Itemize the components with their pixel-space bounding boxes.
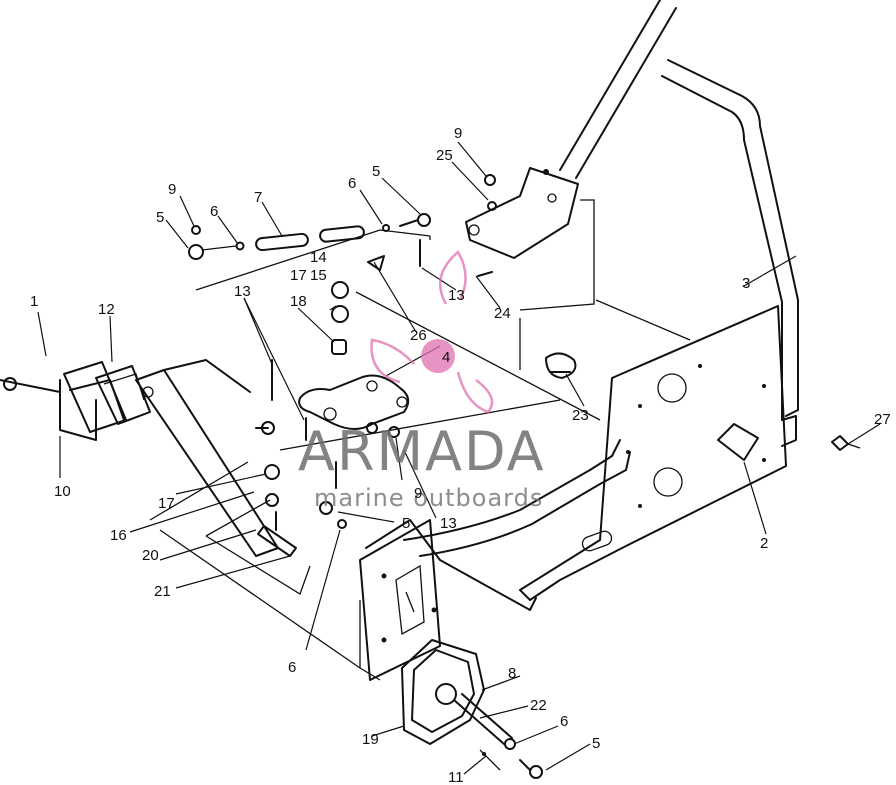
callout-9-left: 9 (168, 181, 176, 198)
front-bracket (359, 519, 441, 681)
callout-12: 12 (98, 301, 115, 318)
throttle-housing (401, 639, 543, 779)
callout-6-bottom: 6 (560, 713, 568, 730)
watermark-brand: ARMADA (298, 420, 546, 483)
callout-19: 19 (362, 731, 379, 748)
callout-5-bottom: 5 (592, 735, 600, 752)
callout-8: 8 (508, 665, 516, 682)
callout-5-top: 5 (372, 163, 380, 180)
callout-1: 1 (30, 293, 38, 310)
callout-22: 22 (530, 697, 547, 714)
callout-16: 16 (110, 527, 127, 544)
mounting-plate (519, 305, 787, 601)
lower-rail (365, 439, 631, 611)
callout-7: 7 (254, 189, 262, 206)
armada-logo (370, 250, 494, 414)
callout-13-mid: 13 (448, 287, 465, 304)
callout-26: 26 (410, 327, 427, 344)
steering-arm-tube (465, 0, 677, 259)
callout-17-low: 17 (158, 495, 175, 512)
callout-5-mid: 5 (402, 515, 410, 532)
watermark-tagline: marine outboards (314, 484, 543, 512)
callout-20: 20 (142, 547, 159, 564)
tubular-frame (661, 59, 799, 447)
callout-15: 15 (310, 267, 327, 284)
callout-21: 21 (154, 583, 171, 600)
callout-6-left: 6 (210, 203, 218, 220)
callout-3: 3 (742, 275, 750, 292)
callout-23: 23 (572, 407, 589, 424)
callout-2: 2 (760, 535, 768, 552)
callout-11: 11 (448, 769, 464, 785)
callout-labels: 1 2 3 4 5 5 5 5 6 6 6 6 7 8 9 9 9 10 11 … (30, 125, 891, 785)
callout-24: 24 (494, 305, 511, 322)
callout-4: 4 (442, 349, 450, 366)
callout-5-left: 5 (156, 209, 164, 226)
callout-9-top: 9 (454, 125, 462, 142)
chassis-outline (149, 199, 691, 681)
callout-6-lower: 6 (288, 659, 296, 676)
control-arm (135, 359, 279, 557)
linkage-plate (298, 374, 410, 430)
callout-9-mid: 9 (414, 485, 422, 502)
callout-14: 14 (310, 249, 327, 266)
callout-13-left: 13 (234, 283, 251, 300)
callout-25: 25 (436, 147, 453, 164)
leader-lines (37, 141, 881, 775)
callout-17-top: 17 (290, 267, 307, 284)
throttle-bracket (0, 361, 151, 441)
callout-6-top: 6 (348, 175, 356, 192)
callout-18: 18 (290, 293, 307, 310)
callout-13-low: 13 (440, 515, 457, 532)
callout-27: 27 (874, 411, 891, 428)
callout-10: 10 (54, 483, 71, 500)
